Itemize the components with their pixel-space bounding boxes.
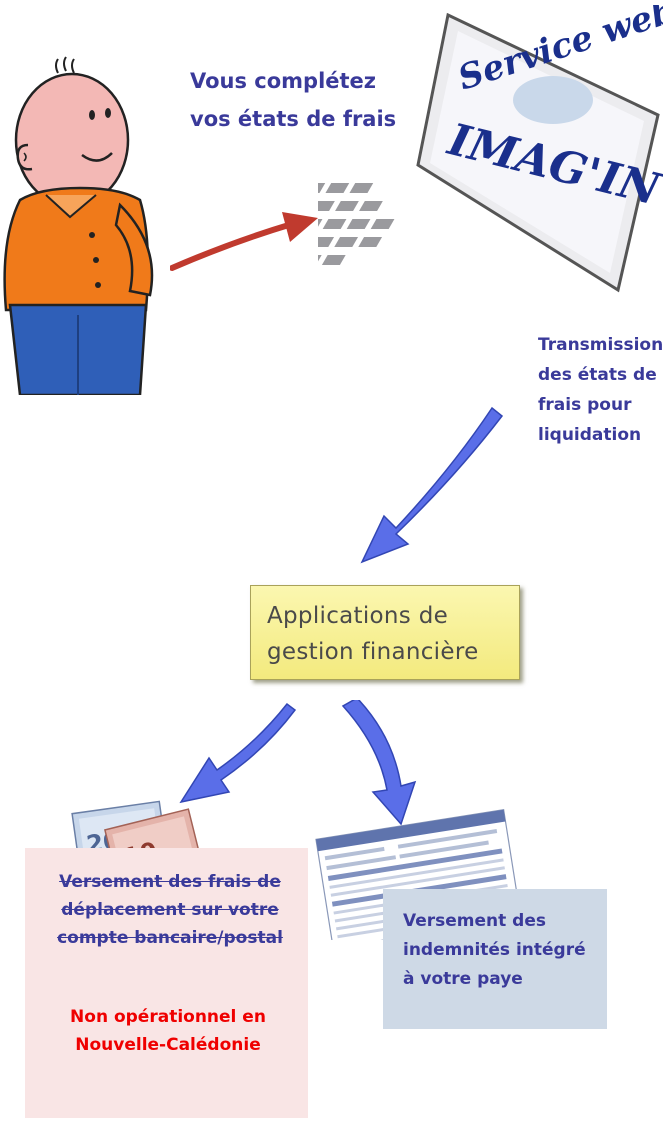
arrow-to-bank-transfer	[179, 702, 297, 804]
character-illustration	[3, 56, 154, 395]
arrow-to-payslip	[341, 700, 417, 826]
laptop-illustration: Service web IMAG'IN	[318, 5, 663, 293]
step-transmission: Transmission des états de frais pour liq…	[538, 335, 664, 445]
arrow-to-laptop	[170, 212, 318, 271]
financial-applications-label: Applications de gestion financière	[267, 603, 479, 665]
payslip-box: Versement des indemnités intégré à votre…	[383, 889, 607, 1029]
not-operational-notice: Non opérationnel en Nouvelle-Calédonie	[70, 1007, 266, 1055]
arrow-to-applications	[360, 406, 504, 564]
step-complete-expenses: Vous complétez vos états de frais	[190, 69, 397, 131]
financial-applications-box: Applications de gestion financière	[250, 585, 520, 680]
bank-transfer-text: Versement des frais de déplacement sur v…	[57, 872, 283, 948]
payslip-text: Versement des indemnités intégré à votre…	[403, 911, 586, 989]
bank-transfer-box: Versement des frais de déplacement sur v…	[25, 848, 308, 1118]
